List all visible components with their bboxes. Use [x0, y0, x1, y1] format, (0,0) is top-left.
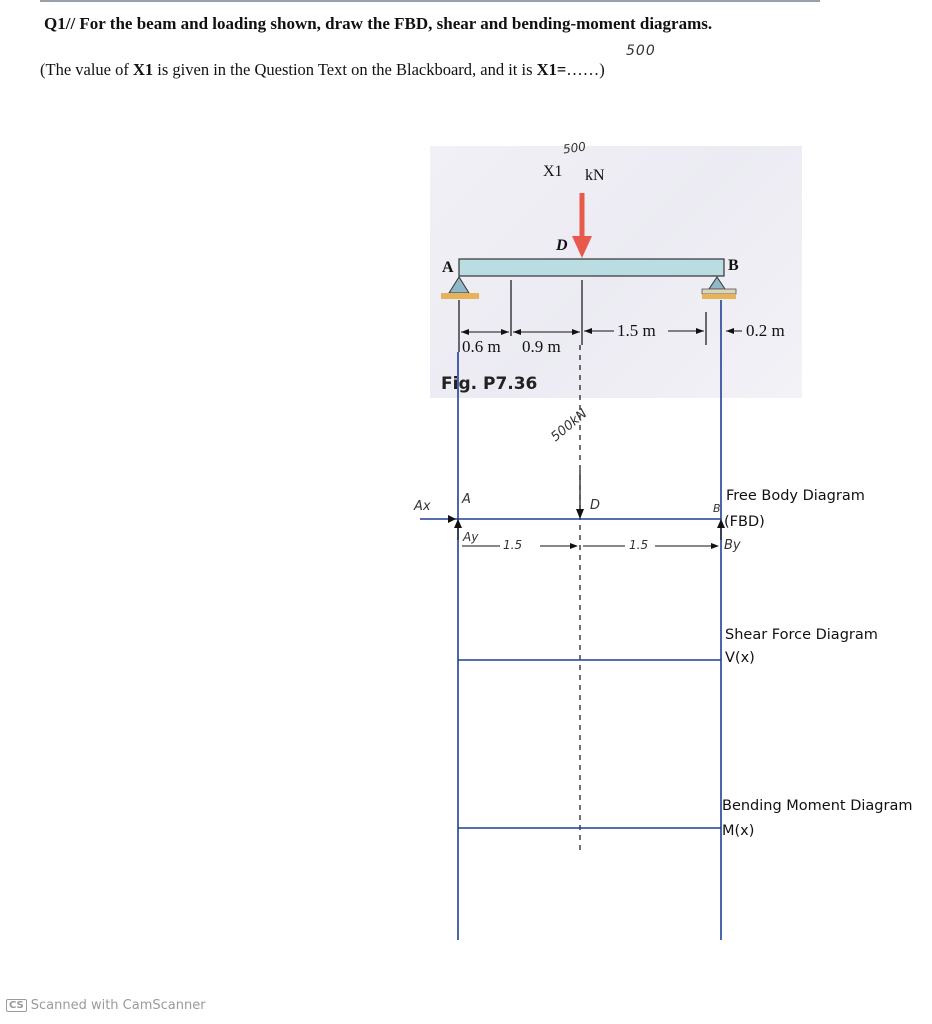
fbd-b-label: B: [713, 502, 721, 515]
fig-dim-0-9: 0.9 m: [522, 337, 561, 356]
fbd-span-left: 1.5: [503, 538, 523, 552]
ground-b: [702, 294, 736, 299]
top-rule: [40, 0, 820, 2]
fig-dim-0-6: 0.6 m: [462, 337, 501, 356]
camscanner-logo: CS: [6, 999, 27, 1012]
roller-plate-b: [701, 288, 737, 295]
fig-point-b: B: [728, 257, 739, 274]
fbd-by-label: By: [724, 538, 741, 553]
sub-middle: is given in the Question Text on the Bla…: [153, 60, 537, 79]
beam: [458, 258, 725, 277]
pin-support-a: [448, 276, 470, 294]
fbd-ax-label: Ax: [414, 499, 431, 514]
bmd-title: Bending Moment Diagram: [722, 798, 913, 814]
bmd-subtitle: M(x): [722, 823, 755, 839]
sub-x1: X1: [133, 60, 154, 79]
fig-load-unit: kN: [585, 167, 605, 184]
fig-dim-1-5: 1.5 m: [617, 321, 656, 340]
ay-arrowhead: [454, 519, 462, 528]
fig-load-x1: X1: [543, 163, 563, 180]
sfd-subtitle: V(x): [725, 650, 755, 666]
fbd-subtitle: (FBD): [724, 514, 765, 530]
load-arrow-head: [572, 236, 592, 258]
figure-caption: Fig. P7.36: [441, 374, 538, 394]
ax-arrowhead: [448, 515, 456, 523]
sub-x1-equals: X1=: [536, 60, 567, 79]
fbd-load-arrowhead: [576, 509, 584, 519]
ground-a: [441, 293, 479, 299]
fbd-a-label: A: [462, 492, 471, 507]
by-arrowhead: [717, 519, 725, 528]
question-subtitle: (The value of X1 is given in the Questio…: [40, 60, 605, 80]
sfd-title: Shear Force Diagram: [725, 627, 878, 643]
sub-suffix: ……): [566, 60, 605, 79]
fbd-ay-label: Ay: [463, 530, 479, 544]
fig-point-d: D: [556, 237, 568, 254]
question-title: Q1// For the beam and loading shown, dra…: [44, 14, 713, 33]
fig-point-a: A: [442, 259, 454, 276]
fig-dim-0-2: 0.2 m: [746, 321, 785, 340]
fbd-d-label: D: [590, 498, 601, 513]
roller-support-b: [708, 276, 726, 290]
sub-prefix: (The value of: [40, 60, 133, 79]
handwritten-x1-value: 500: [626, 43, 656, 59]
fbd-span-right: 1.5: [629, 538, 649, 552]
fbd-title: Free Body Diagram: [726, 488, 865, 504]
camscanner-text: Scanned with CamScanner: [30, 998, 206, 1013]
